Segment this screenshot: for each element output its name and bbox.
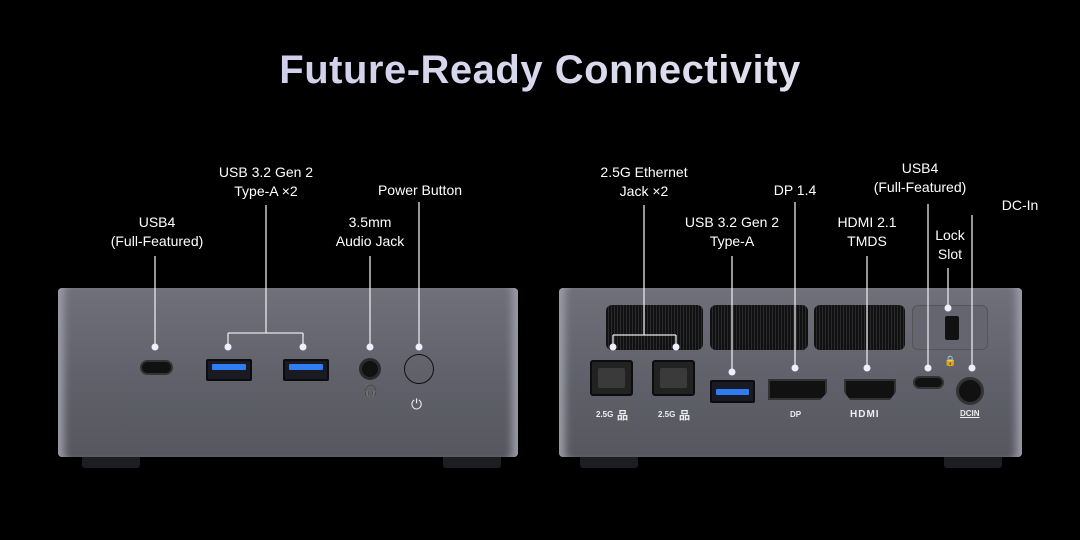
network-icon: 品 xyxy=(679,410,690,422)
front-usba-port-1 xyxy=(206,359,252,381)
back-foot-right xyxy=(944,457,1002,468)
vent-1 xyxy=(606,305,703,350)
hdmi-mark: HDMI xyxy=(850,409,880,420)
label-line: (Full-Featured) xyxy=(873,179,967,195)
power-icon: ⏻ xyxy=(411,396,423,412)
audio-jack xyxy=(359,358,381,380)
label-line: (Full-Featured) xyxy=(110,233,204,249)
ethernet-port-2 xyxy=(652,360,695,396)
label-line: Slot xyxy=(937,246,963,262)
back-usba-port xyxy=(710,380,755,403)
front-usb4-port xyxy=(140,360,173,375)
hdmi-port xyxy=(844,379,896,400)
dc-in-port xyxy=(956,377,984,405)
vent-3 xyxy=(814,305,905,350)
label-line: 2.5G Ethernet xyxy=(600,164,688,180)
label-line: USB 3.2 Gen 2 xyxy=(684,214,780,230)
label-line: USB4 xyxy=(901,160,939,176)
label-power: Power Button xyxy=(378,181,462,200)
front-usba-port-2 xyxy=(283,359,329,381)
label-front-usb4: USB4 (Full-Featured) xyxy=(111,213,204,251)
label-line: DP 1.4 xyxy=(773,182,817,198)
label-line: Power Button xyxy=(377,182,463,198)
page-title: Future-Ready Connectivity xyxy=(0,48,1080,93)
back-foot-left xyxy=(580,457,638,468)
label-line: Jack ×2 xyxy=(619,183,669,199)
label-line: USB 3.2 Gen 2 xyxy=(218,164,314,180)
ethernet-port-1 xyxy=(590,360,633,396)
dp-port xyxy=(768,379,827,400)
headphone-icon: 🎧 xyxy=(363,383,378,397)
label-line: Lock xyxy=(935,227,965,243)
dcin-mark: DCIN xyxy=(960,409,980,418)
label-line: Type-A xyxy=(709,233,755,249)
label-line: Type-A ×2 xyxy=(234,183,298,199)
label-line: TMDS xyxy=(847,233,887,249)
label-line: 3.5mm xyxy=(348,214,392,230)
label-line: Audio Jack xyxy=(335,233,405,249)
back-usb4-port xyxy=(913,376,944,389)
label-line: USB4 xyxy=(138,214,176,230)
front-foot-left xyxy=(82,457,140,468)
front-foot-right xyxy=(443,457,501,468)
power-button[interactable] xyxy=(404,354,434,384)
label-back-usb4: USB4 (Full-Featured) xyxy=(874,159,967,197)
label-front-usba: USB 3.2 Gen 2 Type-A ×2 xyxy=(219,163,313,201)
label-dcin: DC-In xyxy=(1002,196,1039,215)
label-back-usba: USB 3.2 Gen 2 Type-A xyxy=(685,213,779,251)
label-line: HDMI 2.1 xyxy=(837,214,897,230)
label-dp: DP 1.4 xyxy=(774,181,817,200)
network-icon: 品 xyxy=(617,410,628,422)
dp-mark: DP xyxy=(790,410,802,419)
ethernet-label-1: 2.5G xyxy=(596,410,614,419)
label-line: DC-In xyxy=(1001,197,1039,213)
ethernet-label-2: 2.5G xyxy=(658,410,676,419)
vent-2 xyxy=(710,305,808,350)
lock-icon: 🔒 xyxy=(944,356,957,367)
lock-slot xyxy=(945,316,959,340)
